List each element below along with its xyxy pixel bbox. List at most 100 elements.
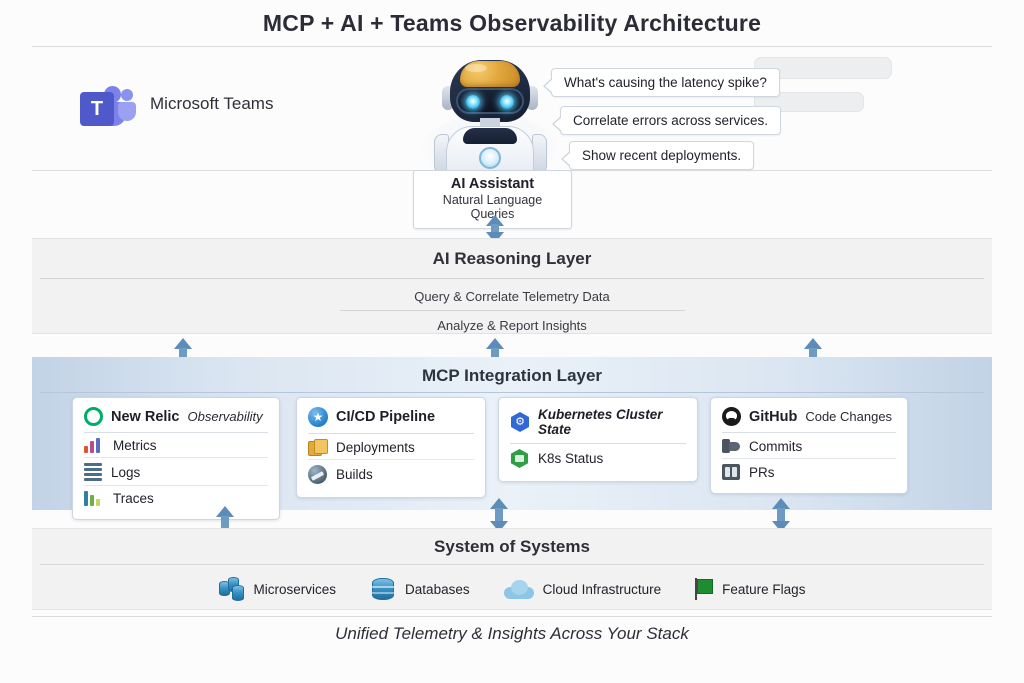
databases-icon bbox=[370, 577, 396, 601]
sos-item-cloud-infrastructure[interactable]: Cloud Infrastructure bbox=[503, 578, 662, 600]
arrow-mcp-to-reasoning-center bbox=[484, 338, 506, 360]
arrow-head-down-icon bbox=[772, 521, 790, 532]
card-item-prs[interactable]: PRs bbox=[722, 459, 896, 484]
ai-reasoning-layer-title: AI Reasoning Layer bbox=[432, 249, 592, 268]
deployments-package-icon bbox=[308, 439, 328, 456]
teams-letter-icon: T bbox=[80, 92, 114, 126]
ai-reasoning-layer: AI Reasoning Layer Query & Correlate Tel… bbox=[32, 238, 992, 334]
new-relic-icon bbox=[84, 407, 103, 426]
arrow-shaft bbox=[777, 508, 785, 522]
system-of-systems-rule bbox=[40, 564, 984, 565]
card-item-logs[interactable]: Logs bbox=[84, 458, 268, 486]
microsoft-teams-block: T Microsoft Teams bbox=[80, 82, 273, 126]
github-octocat-icon bbox=[722, 407, 741, 426]
arrow-assistant-to-reasoning bbox=[484, 215, 506, 243]
card-cicd-title: CI/CD Pipeline bbox=[336, 409, 436, 425]
microsoft-teams-logo: T bbox=[80, 82, 136, 126]
robot-collar bbox=[463, 128, 517, 144]
cloud-infrastructure-icon bbox=[503, 578, 534, 600]
arrow-shaft bbox=[495, 508, 503, 522]
arrow-head-down-icon bbox=[486, 232, 504, 243]
card-kubernetes[interactable]: ⚙ Kubernetes Cluster State K8s Status bbox=[498, 397, 698, 482]
system-of-systems-layer: System of Systems Microservices Database… bbox=[32, 528, 992, 610]
traces-bar-chart-icon bbox=[84, 491, 104, 506]
arrow-sos-to-mcp-left bbox=[214, 506, 236, 530]
page-footer: Unified Telemetry & Insights Across Your… bbox=[335, 624, 689, 643]
arrow-head-up-icon bbox=[216, 506, 234, 517]
ai-assistant-robot bbox=[416, 52, 564, 184]
arrow-head-up-icon bbox=[772, 498, 790, 509]
arrow-mcp-to-reasoning-right bbox=[802, 338, 824, 360]
sos-item-microservices-label: Microservices bbox=[253, 581, 337, 597]
system-of-systems-items: Microservices Databases Cloud Infrastruc… bbox=[32, 577, 992, 601]
reasoning-item-rule bbox=[339, 310, 685, 311]
arrow-mcp-sos-center bbox=[488, 498, 510, 532]
card-new-relic-title: New Relic bbox=[111, 408, 180, 425]
card-new-relic-subtitle: Observability bbox=[187, 409, 263, 424]
system-of-systems-title: System of Systems bbox=[434, 537, 590, 556]
arrow-shaft bbox=[491, 348, 499, 360]
card-github-title: GitHub bbox=[749, 408, 798, 425]
teams-person-small-body bbox=[118, 102, 136, 121]
arrow-mcp-sos-right bbox=[770, 498, 792, 532]
card-item-builds-label: Builds bbox=[336, 467, 373, 482]
divider-top bbox=[32, 46, 992, 47]
chat-bubble-2[interactable]: Correlate errors across services. bbox=[551, 106, 782, 135]
card-github-subtitle: Code Changes bbox=[805, 409, 893, 424]
mcp-rule bbox=[40, 392, 984, 393]
robot-eye-left bbox=[466, 95, 480, 109]
card-kubernetes-title: Kubernetes Cluster State bbox=[538, 407, 663, 437]
robot-chest-light-icon bbox=[479, 147, 501, 169]
card-item-commits-label: Commits bbox=[749, 438, 803, 454]
sos-item-databases[interactable]: Databases bbox=[370, 577, 470, 601]
chat-bubble-ghost-2 bbox=[754, 92, 864, 112]
card-item-metrics[interactable]: Metrics bbox=[84, 433, 268, 458]
card-item-deployments[interactable]: Deployments bbox=[308, 434, 474, 460]
k8s-status-icon bbox=[510, 449, 529, 468]
arrow-head-up-icon bbox=[804, 338, 822, 349]
card-item-k8s-status[interactable]: K8s Status bbox=[510, 444, 686, 472]
card-cicd-header: ★ CI/CD Pipeline bbox=[308, 407, 474, 434]
card-item-prs-label: PRs bbox=[749, 464, 775, 480]
card-item-metrics-label: Metrics bbox=[113, 438, 157, 453]
chat-bubble-3[interactable]: Show recent deployments. bbox=[560, 141, 755, 170]
card-github[interactable]: GitHub Code Changes Commits PRs bbox=[710, 397, 908, 494]
sos-item-feature-flags-label: Feature Flags bbox=[722, 581, 806, 597]
card-kubernetes-header: ⚙ Kubernetes Cluster State bbox=[510, 407, 686, 444]
microsoft-teams-label: Microsoft Teams bbox=[150, 94, 274, 113]
card-item-logs-label: Logs bbox=[111, 464, 141, 480]
robot-eye-right bbox=[500, 95, 514, 109]
card-new-relic[interactable]: New Relic Observability Metrics Logs Tra… bbox=[72, 397, 280, 520]
card-github-header: GitHub Code Changes bbox=[722, 407, 896, 433]
teams-person-small-head bbox=[121, 89, 133, 101]
arrow-head-up-icon bbox=[486, 338, 504, 349]
card-cicd-pipeline[interactable]: ★ CI/CD Pipeline Deployments Builds bbox=[296, 397, 486, 498]
reasoning-rule bbox=[40, 278, 984, 279]
card-item-traces-label: Traces bbox=[113, 491, 154, 506]
sos-item-cloud-label: Cloud Infrastructure bbox=[542, 581, 662, 597]
arrow-shaft bbox=[491, 224, 499, 236]
divider-footer bbox=[32, 616, 992, 617]
card-item-commits[interactable]: Commits bbox=[722, 433, 896, 459]
mcp-integration-layer-title: MCP Integration Layer bbox=[421, 366, 603, 385]
feature-flags-icon bbox=[695, 578, 714, 600]
reasoning-item-analyze-report: Analyze & Report Insights bbox=[437, 318, 587, 333]
card-item-builds[interactable]: Builds bbox=[308, 460, 474, 488]
reasoning-item-query-correlate: Query & Correlate Telemetry Data bbox=[414, 289, 610, 304]
sos-item-feature-flags[interactable]: Feature Flags bbox=[695, 578, 805, 600]
card-item-k8s-status-label: K8s Status bbox=[538, 451, 604, 466]
arrow-head-up-icon bbox=[486, 215, 504, 226]
card-item-traces[interactable]: Traces bbox=[84, 486, 268, 510]
arrow-shaft bbox=[809, 348, 817, 360]
cicd-star-icon: ★ bbox=[308, 407, 328, 427]
commits-icon bbox=[722, 438, 740, 454]
sos-item-databases-label: Databases bbox=[405, 581, 470, 597]
arrow-mcp-to-reasoning-left bbox=[172, 338, 194, 360]
card-item-deployments-label: Deployments bbox=[336, 439, 415, 455]
arrow-shaft bbox=[179, 348, 187, 360]
microservices-icon bbox=[218, 577, 245, 601]
robot-arm-right bbox=[532, 134, 547, 174]
chat-bubble-1[interactable]: What's causing the latency spike? bbox=[543, 68, 780, 97]
sos-item-microservices[interactable]: Microservices bbox=[218, 577, 337, 601]
